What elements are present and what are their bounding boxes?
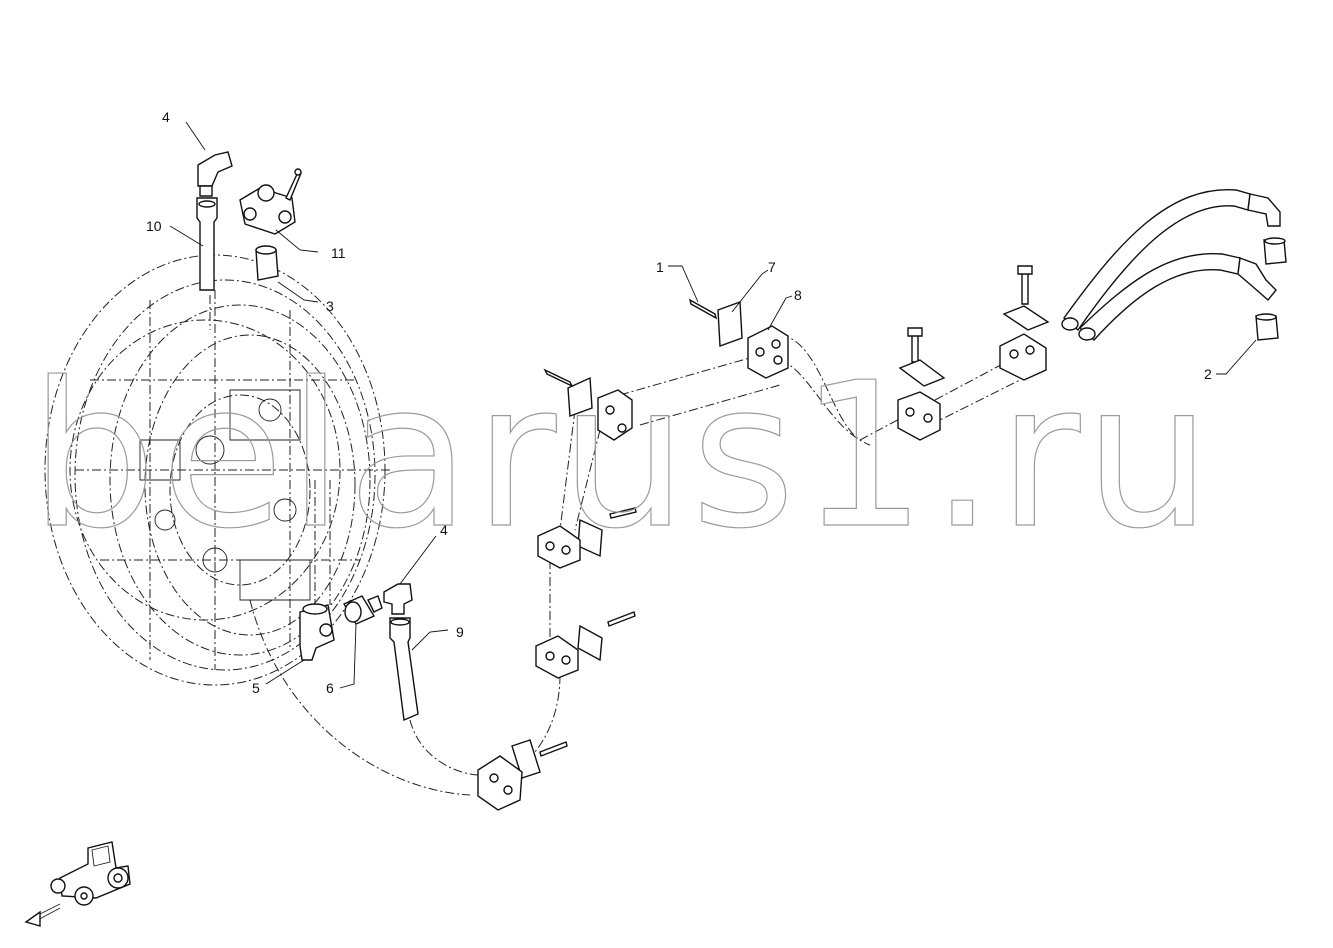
callout-6: 6 [326,680,334,696]
part-tube-10 [196,197,218,291]
hose-routing [209,295,1021,796]
callout-4-upper: 4 [162,109,170,125]
watermark-text: belarus1.ru [30,340,1215,573]
part-fitting-2 [1255,313,1279,341]
part-adapter-6 [342,595,383,625]
direction-arrow-icon [24,903,61,927]
callout-5: 5 [252,680,260,696]
callout-labels: 4 10 11 3 4 5 6 9 1 7 8 2 [146,109,1212,696]
clamp-group-bottom [477,739,568,811]
callout-4-lower: 4 [440,522,448,538]
clamp-group-lower [535,611,636,679]
clamp-group-center [537,507,637,569]
callout-2: 2 [1204,366,1212,382]
callout-9: 9 [456,624,464,640]
wheel-assembly [44,254,390,686]
part-hoses-right [1061,189,1287,341]
callout-1: 1 [656,259,664,275]
callout-10: 10 [146,218,162,234]
part-valve-11 [239,168,302,235]
clamp-group-upper-left [543,368,633,441]
tractor-orientation-icon [50,841,131,906]
part-nut-3 [255,245,279,281]
part-tee-5 [299,603,335,661]
clamp-group-middle [897,327,946,441]
callout-leaders [169,121,1257,689]
callout-7: 7 [768,259,776,275]
part-elbow-fitting-upper [197,151,233,197]
clamp-group-right [999,265,1050,381]
part-hose-9 [389,617,419,722]
callout-3: 3 [326,298,334,314]
clamp-group-top [688,298,789,379]
part-elbow-fitting-lower [383,583,413,615]
callout-8: 8 [794,287,802,303]
callout-11: 11 [331,245,346,261]
